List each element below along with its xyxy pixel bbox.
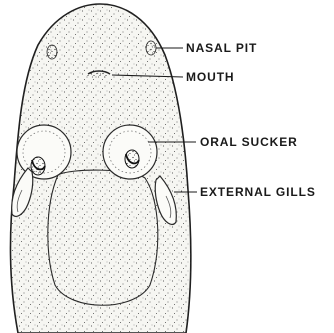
mouth-shadow — [87, 72, 111, 78]
oral-sucker-right — [103, 125, 157, 179]
nasal-pit-left — [47, 45, 57, 59]
nasal-pit-right — [146, 41, 156, 55]
nasal-pit-label: NASAL PIT — [186, 41, 257, 55]
mouth-label: MOUTH — [186, 70, 235, 84]
oral-sucker-label: ORAL SUCKER — [200, 135, 298, 149]
external-gills-label: EXTERNAL GILLS — [200, 185, 316, 199]
